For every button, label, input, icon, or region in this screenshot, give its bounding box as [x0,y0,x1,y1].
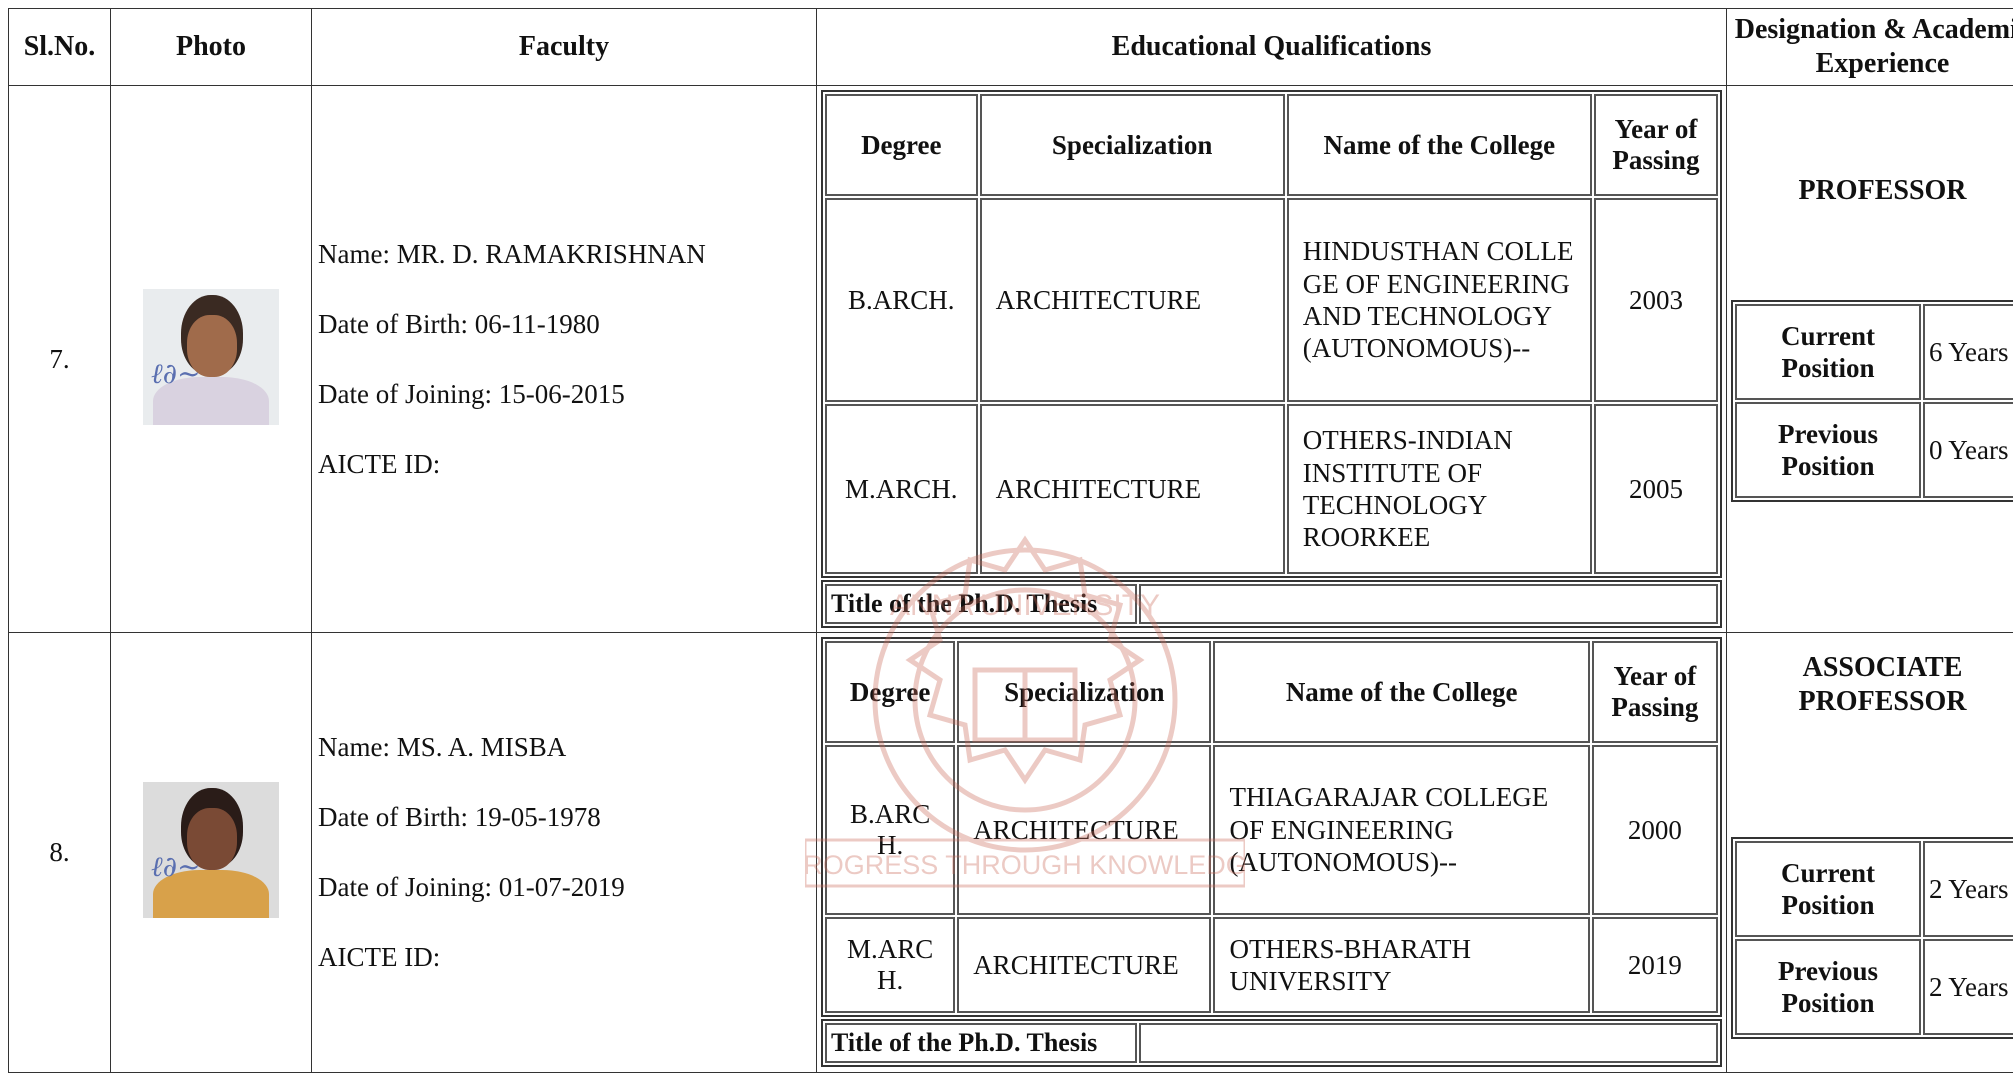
college: THIAGARAJAR COLLEGE OF ENGINEERING (AUTO… [1213,745,1589,915]
qualification-row: M.ARCH. ARCHITECTURE OTHERS-BHARATH UNIV… [825,917,1718,1013]
signature-icon: ℓ∂~ [151,357,201,391]
degree: M.ARCH. [825,917,955,1013]
col-college: Name of the College [1287,94,1592,196]
col-degree: Degree [825,641,955,743]
specialization: ARCHITECTURE [957,917,1211,1013]
faculty-doj: Date of Joining: 15-06-2015 [318,381,816,408]
faculty-photo-cell: ℓ∂~ [111,86,312,633]
header-designation: Designation & Academic Experience [1727,9,2013,86]
year: 2005 [1594,404,1718,574]
college: HINDUSTHAN COLLEGE OF ENGINEERING AND TE… [1287,198,1592,402]
previous-position-value: 0 Years [1923,402,2013,498]
header-photo: Photo [111,9,312,86]
specialization: ARCHITECTURE [957,745,1211,915]
faculty-dob: Date of Birth: 06-11-1980 [318,311,816,338]
thesis-label: Title of the Ph.D. Thesis [825,1023,1137,1063]
year: 2019 [1592,917,1718,1013]
faculty-photo: ℓ∂~ [143,782,279,918]
designation-cell: ASSOCIATE PROFESSOR Current Position 2 Y… [1727,633,2013,1073]
faculty-doj: Date of Joining: 01-07-2019 [318,874,816,901]
designation-title: ASSOCIATE PROFESSOR [1727,633,2013,753]
qualification-row: B.ARCH. ARCHITECTURE THIAGARAJAR COLLEGE… [825,745,1718,915]
designation-title: PROFESSOR [1727,86,2013,296]
current-position-label: Current Position [1735,304,1921,400]
col-college: Name of the College [1213,641,1589,743]
year: 2000 [1592,745,1718,915]
col-specialization: Specialization [980,94,1285,196]
header-faculty: Faculty [312,9,817,86]
qualifications-table: Degree Specialization Name of the Colleg… [821,637,1722,1017]
faculty-name: Name: MS. A. MISBA [318,734,816,761]
designation-cell: PROFESSOR Current Position 6 Years Previ… [1727,86,2013,633]
thesis-label: Title of the Ph.D. Thesis [825,584,1137,624]
col-specialization: Specialization [957,641,1211,743]
thesis-table: Title of the Ph.D. Thesis [821,580,1722,628]
qualifications-table: Degree Specialization Name of the Colleg… [821,90,1722,578]
faculty-aicte-id: AICTE ID: [318,944,816,971]
qualification-row: B.ARCH. ARCHITECTURE HINDUSTHAN COLLEGE … [825,198,1718,402]
college: OTHERS-INDIAN INSTITUTE OF TECHNOLOGY RO… [1287,404,1592,574]
previous-position-value: 2 Years [1923,939,2013,1035]
experience-table: Current Position 2 Years Previous Positi… [1731,837,2013,1039]
faculty-details: Name: MS. A. MISBA Date of Birth: 19-05-… [312,633,817,1073]
college: OTHERS-BHARATH UNIVERSITY [1213,917,1589,1013]
faculty-photo-cell: ℓ∂~ [111,633,312,1073]
specialization: ARCHITECTURE [980,198,1285,402]
thesis-value [1139,584,1718,624]
faculty-row: 7. ℓ∂~ Name: MR. D. RAMAKRISHNAN Date of… [9,86,2013,633]
faculty-details: Name: MR. D. RAMAKRISHNAN Date of Birth:… [312,86,817,633]
specialization: ARCHITECTURE [980,404,1285,574]
serial-number: 8. [9,633,111,1073]
qualifications-header: Degree Specialization Name of the Colleg… [825,94,1718,196]
col-year: Year of Passing [1592,641,1718,743]
thesis-value [1139,1023,1718,1063]
col-degree: Degree [825,94,978,196]
faculty-photo: ℓ∂~ [143,289,279,425]
header-row: Sl.No. Photo Faculty Educational Qualifi… [9,9,2013,86]
previous-position-label: Previous Position [1735,402,1921,498]
current-position-label: Current Position [1735,841,1921,937]
faculty-name: Name: MR. D. RAMAKRISHNAN [318,241,816,268]
year: 2003 [1594,198,1718,402]
col-year: Year of Passing [1594,94,1718,196]
previous-position-label: Previous Position [1735,939,1921,1035]
qualifications-header: Degree Specialization Name of the Colleg… [825,641,1718,743]
header-slno: Sl.No. [9,9,111,86]
degree: B.ARCH. [825,745,955,915]
signature-icon: ℓ∂~ [151,850,201,884]
header-education: Educational Qualifications [817,9,1727,86]
current-position-value: 2 Years [1923,841,2013,937]
faculty-dob: Date of Birth: 19-05-1978 [318,804,816,831]
faculty-aicte-id: AICTE ID: [318,451,816,478]
qualifications-cell: Degree Specialization Name of the Colleg… [817,86,1727,633]
degree: B.ARCH. [825,198,978,402]
experience-table: Current Position 6 Years Previous Positi… [1731,300,2013,502]
qualifications-cell: Degree Specialization Name of the Colleg… [817,633,1727,1073]
qualification-row: M.ARCH. ARCHITECTURE OTHERS-INDIAN INSTI… [825,404,1718,574]
thesis-table: Title of the Ph.D. Thesis [821,1019,1722,1067]
faculty-table: Sl.No. Photo Faculty Educational Qualifi… [8,8,2013,1073]
faculty-row: 8. ℓ∂~ Name: MS. A. MISBA Date of Birth:… [9,633,2013,1073]
degree: M.ARCH. [825,404,978,574]
serial-number: 7. [9,86,111,633]
current-position-value: 6 Years [1923,304,2013,400]
